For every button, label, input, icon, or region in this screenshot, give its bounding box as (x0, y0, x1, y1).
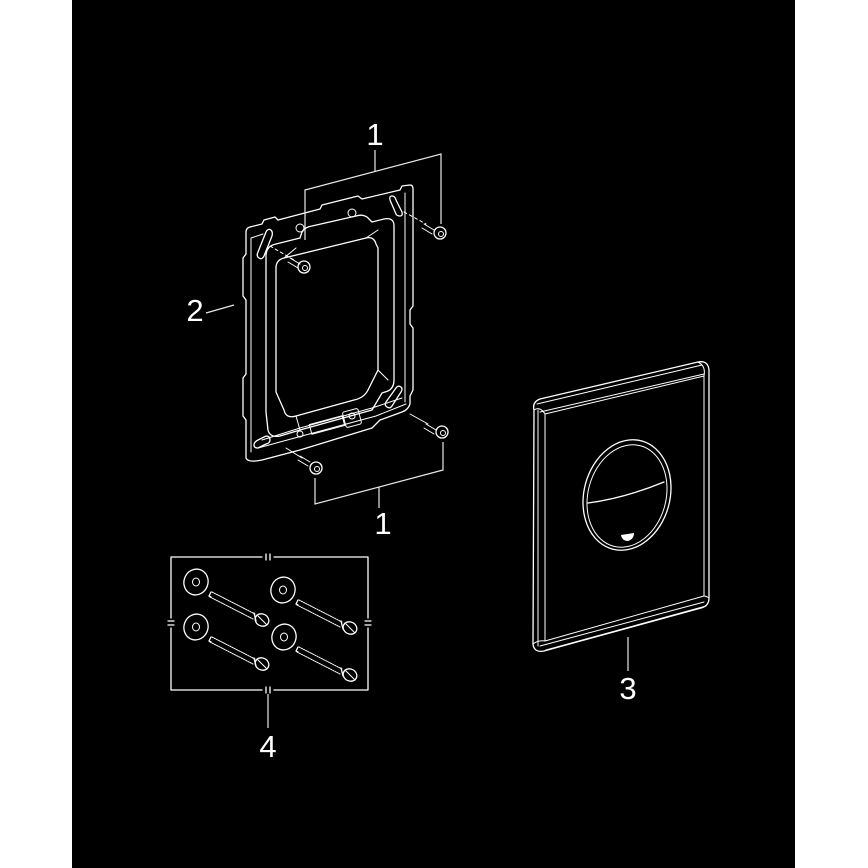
mounting-frame (242, 184, 414, 462)
screw-bottom-right (409, 413, 449, 439)
callout-top-screws: 1 (366, 117, 384, 152)
screw-top-left (269, 245, 311, 274)
leader-bottom-screws (314, 442, 444, 508)
long-screw-4 (295, 646, 358, 682)
washer-4 (271, 623, 297, 651)
long-screw-1 (208, 591, 270, 627)
callout-plate: 3 (619, 671, 637, 706)
screw-bottom-left (285, 447, 323, 475)
screw-top-right (403, 211, 447, 240)
leader-frame (205, 304, 235, 314)
callout-bottom-screws: 1 (374, 506, 392, 541)
long-screw-2 (295, 599, 358, 635)
callout-fixing-set: 4 (259, 729, 277, 764)
long-screw-3 (208, 636, 270, 671)
washer-3 (183, 613, 209, 641)
flush-button (582, 439, 672, 551)
callout-frame: 2 (186, 293, 204, 328)
leader-top-screws (304, 150, 442, 240)
fixing-set-box (167, 553, 372, 694)
sensor-window-icon (621, 533, 634, 541)
washer-1 (183, 568, 209, 596)
washer-2 (270, 576, 296, 604)
cover-plate (532, 361, 710, 652)
